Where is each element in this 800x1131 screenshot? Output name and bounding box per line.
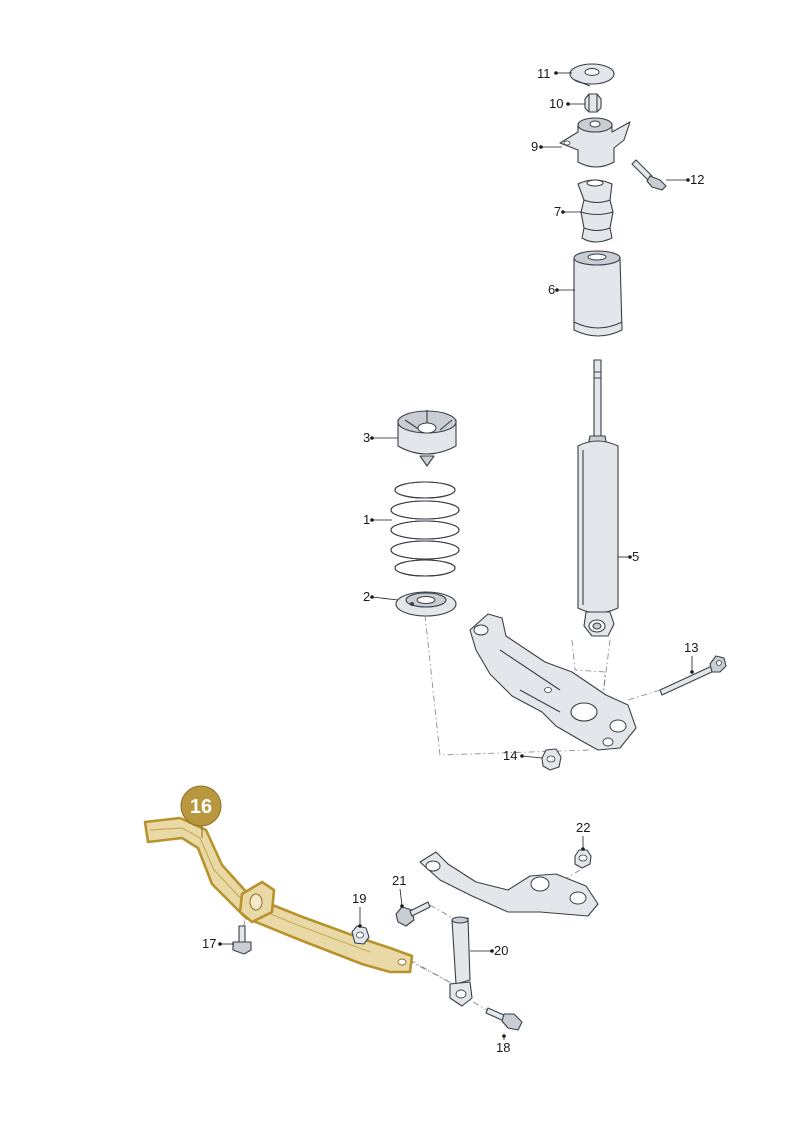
part-13-long-bolt[interactable] [659,655,727,696]
callout-1: 1 [363,512,392,527]
callout-17: 17 [202,936,234,951]
callout-label-5: 5 [632,549,639,564]
callout-label-14: 14 [503,748,517,763]
callout-label-10: 10 [549,96,563,111]
part-18-bolt[interactable] [485,1007,523,1031]
callout-label-13: 13 [684,640,698,655]
part-7-bump-stop[interactable] [577,179,614,243]
callout-label-9: 9 [531,139,538,154]
badge-label: 16 [190,796,212,818]
part-20-coupling-rod[interactable] [449,916,473,1007]
highlighted-part-badge[interactable]: 16 [180,785,222,838]
rear-lower-control-arm[interactable] [469,613,637,751]
part-9-strut-mount[interactable] [559,117,631,168]
part-1-coil-spring[interactable] [390,481,460,577]
callout-label-22: 22 [576,820,590,835]
assembly-guide-lines [241,614,661,1013]
part-14-nut[interactable] [541,748,562,771]
callout-10: 10 [549,96,585,111]
part-6-protective-sleeve[interactable] [573,250,623,337]
callout-12: 12 [666,172,704,187]
part-19-nut[interactable] [351,925,370,945]
callout-label-7: 7 [554,204,561,219]
part-5-shock-absorber[interactable] [577,359,619,637]
callout-2: 2 [363,589,399,604]
callout-19: 19 [352,891,366,928]
callout-label-6: 6 [548,282,555,297]
callout-3: 3 [363,430,398,445]
part-21-bolt[interactable] [395,901,431,927]
callout-label-1: 1 [363,512,370,527]
callout-label-17: 17 [202,936,216,951]
callout-22: 22 [576,820,590,851]
part-3-upper-spring-seat[interactable] [397,410,457,467]
callout-5: 5 [618,549,639,564]
callout-20: 20 [470,943,508,958]
callout-9: 9 [531,139,562,154]
part-22-nut[interactable] [574,849,592,869]
callout-21: 21 [392,873,406,908]
callout-label-12: 12 [690,172,704,187]
part-10-nut[interactable] [584,93,602,113]
callout-label-19: 19 [352,891,366,906]
callout-14: 14 [503,748,543,763]
callout-6: 6 [548,282,575,297]
callout-13: 13 [684,640,698,674]
part-2-lower-spring-seat[interactable] [395,591,457,617]
callout-label-2: 2 [363,589,370,604]
part-11-washer[interactable] [569,63,615,87]
callout-label-18: 18 [496,1040,510,1055]
callout-11: 11 [537,66,572,81]
callout-label-11: 11 [537,66,551,81]
part-12-bolt[interactable] [631,159,667,191]
callout-label-21: 21 [392,873,406,888]
callout-18: 18 [496,1034,510,1055]
callout-label-3: 3 [363,430,370,445]
callout-7: 7 [554,204,582,219]
part-16-stabilizer-bar[interactable] [143,816,414,974]
callout-label-20: 20 [494,943,508,958]
part-17-bolt[interactable] [232,925,252,955]
rear-upper-control-arm[interactable] [419,851,599,917]
